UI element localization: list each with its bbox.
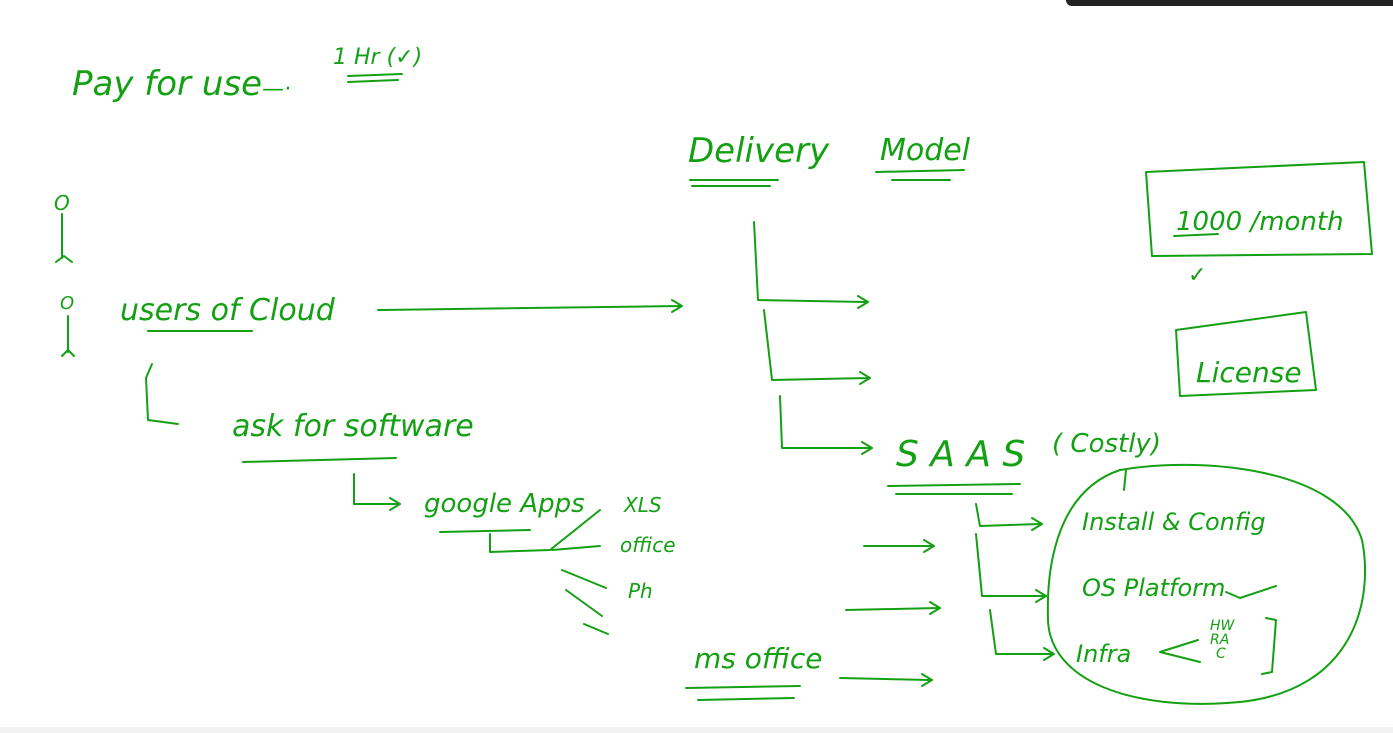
- top-bar: [1066, 0, 1393, 6]
- ms-office-text: ms office: [694, 642, 823, 675]
- model-underline: [875, 169, 965, 181]
- saas-tree-lines: [975, 503, 1055, 661]
- pay-for-use-text: Pay for use: [72, 64, 262, 104]
- one-hour-text: 1 Hr (✓): [333, 45, 422, 70]
- model-text: Model: [880, 133, 971, 168]
- delivery-text: Delivery: [688, 131, 830, 171]
- install-config-text: Install & Config: [1082, 508, 1266, 536]
- dash-arrow-text: —·: [262, 77, 291, 102]
- office-text: office: [620, 533, 676, 557]
- os-platform-mark: [1225, 585, 1277, 599]
- ms-office-underline: [685, 685, 801, 701]
- ellipse-top-tick: [1123, 469, 1127, 491]
- checkmark-text: ✓: [1188, 263, 1206, 288]
- person-marker-top: O: [54, 191, 70, 215]
- one-hour-underline: [347, 73, 403, 83]
- delivery-underline: [689, 179, 779, 187]
- xls-text: XLS: [623, 493, 662, 517]
- ms-office-arrow: [839, 673, 933, 687]
- costly-text: ( Costly): [1052, 429, 1161, 459]
- bottom-strip: [0, 727, 1393, 733]
- users-to-delivery-arrow: [377, 299, 683, 313]
- google-apps-underline: [439, 529, 531, 533]
- google-apps-connector: [353, 473, 401, 511]
- ask-underline: [242, 457, 397, 463]
- marker-bottom-stem: [61, 315, 75, 357]
- google-apps-text: google Apps: [424, 489, 585, 519]
- ph-text: Ph: [628, 579, 653, 603]
- person-marker-bottom: O: [60, 293, 74, 314]
- infra-text: Infra: [1076, 640, 1131, 668]
- delivery-tree-lines: [753, 221, 873, 455]
- saas-underline: [887, 483, 1021, 495]
- infra-sub-text: HW RA C: [1210, 618, 1239, 662]
- license-box: [1175, 311, 1317, 397]
- os-platform-text: OS Platform: [1082, 574, 1225, 602]
- marker-top-stem: [55, 213, 73, 263]
- office-to-saas-arrow: [863, 539, 935, 553]
- users-branch-connector: [145, 363, 179, 425]
- thousand-month-text: 1000 /month: [1176, 207, 1344, 237]
- ask-for-software-text: ask for software: [232, 409, 474, 444]
- thousand-month-box: [1145, 161, 1373, 257]
- saas-details-ellipse: [1046, 463, 1367, 705]
- thousand-underline: [1173, 233, 1219, 237]
- ph-to-saas-arrow: [845, 601, 941, 615]
- saas-text: S A A S: [896, 434, 1025, 475]
- users-of-cloud-text: users of Cloud: [120, 293, 336, 328]
- license-text: License: [1196, 356, 1302, 389]
- infra-bracket: [1159, 617, 1277, 675]
- google-apps-branches: [489, 509, 609, 635]
